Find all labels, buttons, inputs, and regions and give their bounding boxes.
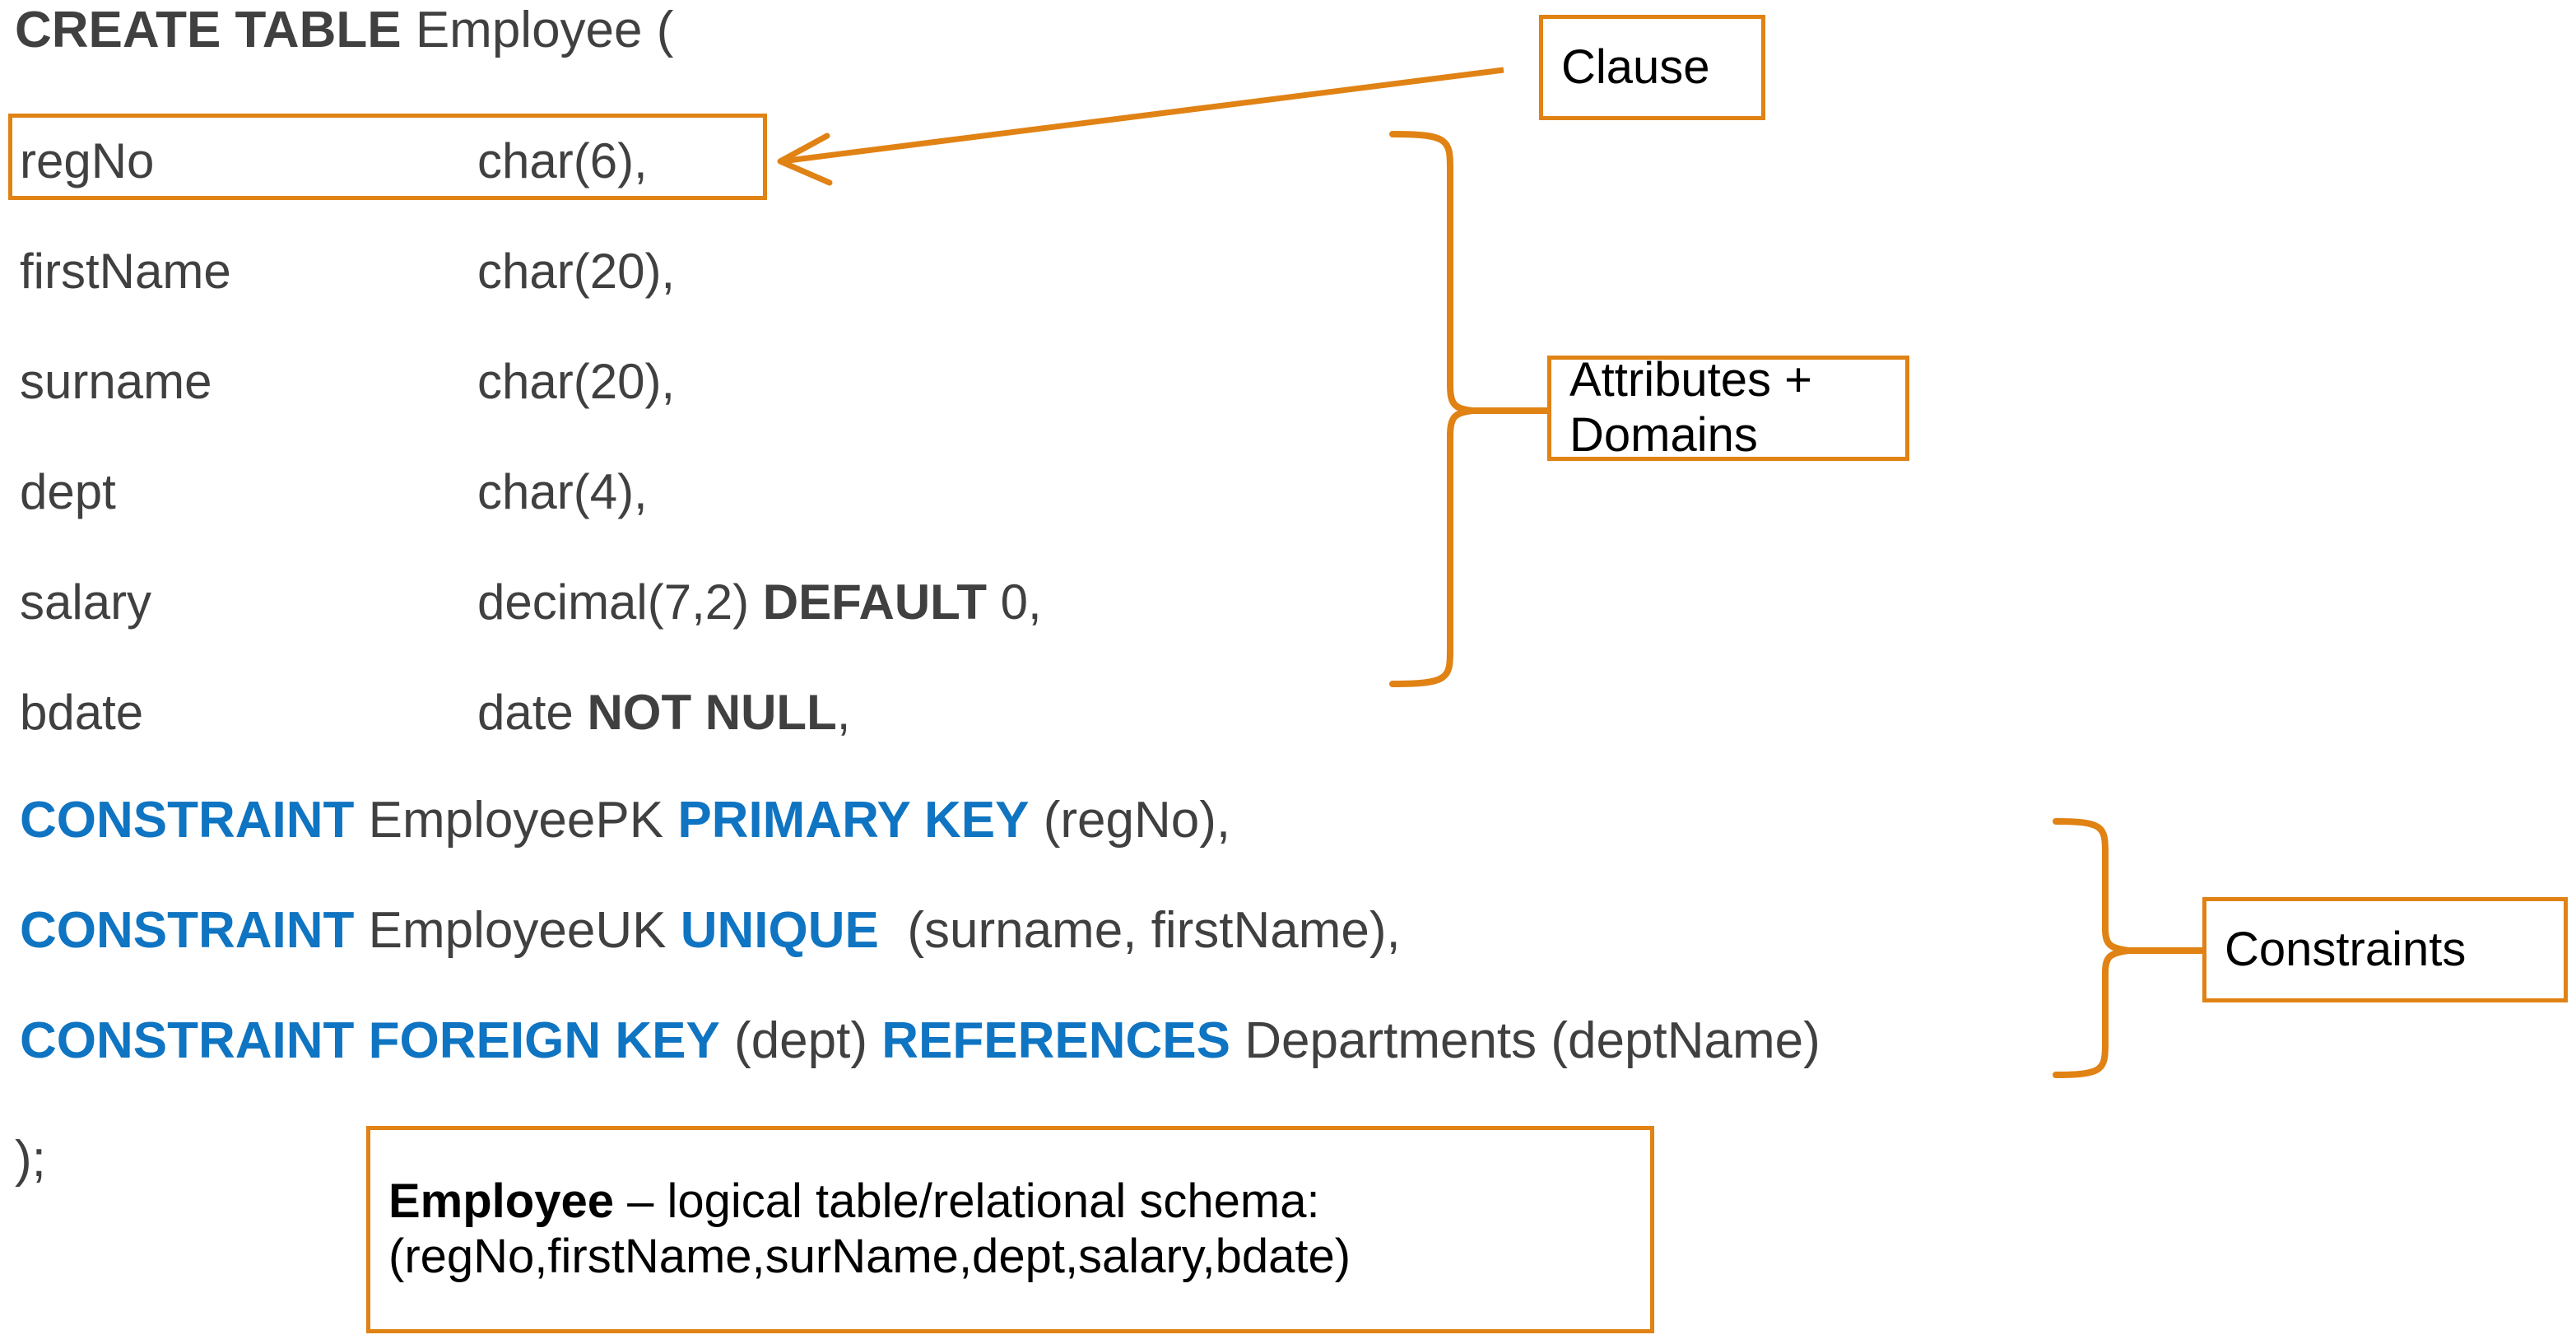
column-type-bdate-text: date [477,685,574,740]
constraint-keyword-1: CONSTRAINT [20,902,355,959]
column-type-dept: char(4), [477,467,648,517]
column-type-bdate: date NOT NULL, [477,688,850,737]
callout-schema-note-body: Employee – logical table/relational sche… [370,1174,1650,1284]
column-name-regno: regNo [20,133,155,188]
callout-constraints-label: Constraints [2225,922,2467,976]
column-modifier-default-value: 0, [1000,574,1042,630]
regno-highlight-box [8,114,767,200]
schema-note-line1-rest: – logical table/relational schema: [614,1174,1320,1229]
constraint-keyword-2: CONSTRAINT FOREIGN KEY [20,1012,720,1069]
constraint-args-0: (regNo), [1043,792,1231,849]
callout-attributes-domains-label: Attributes + Domains [1569,353,1812,462]
column-type-dept-text: char(4), [477,464,648,519]
constraint-args-1: (surname, firstName), [907,902,1401,959]
callout-constraints[interactable]: Constraints [2202,897,2568,1002]
callout-clause-label: Clause [1561,40,1710,94]
constraint-keyword-0: CONSTRAINT [20,792,355,849]
constraint-references-target: Departments (deptName) [1244,1012,1820,1069]
constraint-type-keyword-1: UNIQUE [680,902,879,959]
constraint-args-2: (dept) [734,1012,868,1069]
constraint-references-keyword: REFERENCES [881,1012,1230,1069]
callout-schema-note[interactable]: Employee – logical table/relational sche… [366,1126,1654,1333]
create-table-keyword: CREATE TABLE [15,2,402,58]
constraint-name-0: EmployeePK [368,792,664,849]
attributes-domains-brace [1389,131,1551,687]
constraint-line-foreign-key: CONSTRAINT FOREIGN KEY (dept) REFERENCES… [20,1016,1820,1067]
table-name: Employee [415,2,643,58]
column-modifier-notnull-keyword: NOT NULL [587,685,837,740]
constraint-type-keyword-0: PRIMARY KEY [677,792,1030,849]
clause-leader-arrow [777,67,1504,186]
column-type-surname: char(20), [477,357,675,407]
column-type-salary: decimal(7,2) DEFAULT 0, [477,578,1042,627]
constraint-line-primary-key: CONSTRAINT EmployeePK PRIMARY KEY (regNo… [20,795,1230,846]
column-type-firstname-text: char(20), [477,244,676,299]
column-type-regno-text: char(6), [477,133,648,188]
constraint-name-1: EmployeeUK [368,902,667,959]
callout-clause[interactable]: Clause [1539,15,1765,120]
schema-note-line2: (regNo,firstName,surName,dept,salary,bda… [388,1230,1351,1283]
statement-terminator: ); [15,1131,46,1188]
column-name-surname: surname [20,354,212,409]
column-type-regno: char(6), [477,137,648,186]
column-name-salary: salary [20,574,152,630]
column-name-bdate: bdate [20,685,144,740]
column-type-firstname: char(20), [477,247,675,296]
constraints-brace [2053,818,2206,1078]
constraint-line-unique: CONSTRAINT EmployeeUK UNIQUE (surname, f… [20,905,1401,956]
column-type-surname-text: char(20), [477,354,676,409]
column-name-firstname: firstName [20,244,231,299]
open-paren: ( [656,2,674,58]
column-name-dept: dept [20,464,116,519]
column-modifier-notnull-comma: , [836,685,851,740]
column-type-salary-text: decimal(7,2) [477,574,750,630]
create-table-header: CREATE TABLE Employee ( [15,5,673,56]
column-modifier-default-keyword: DEFAULT [762,574,987,630]
callout-attributes-domains[interactable]: Attributes + Domains [1547,353,1909,462]
schema-note-table-name: Employee [388,1174,614,1229]
